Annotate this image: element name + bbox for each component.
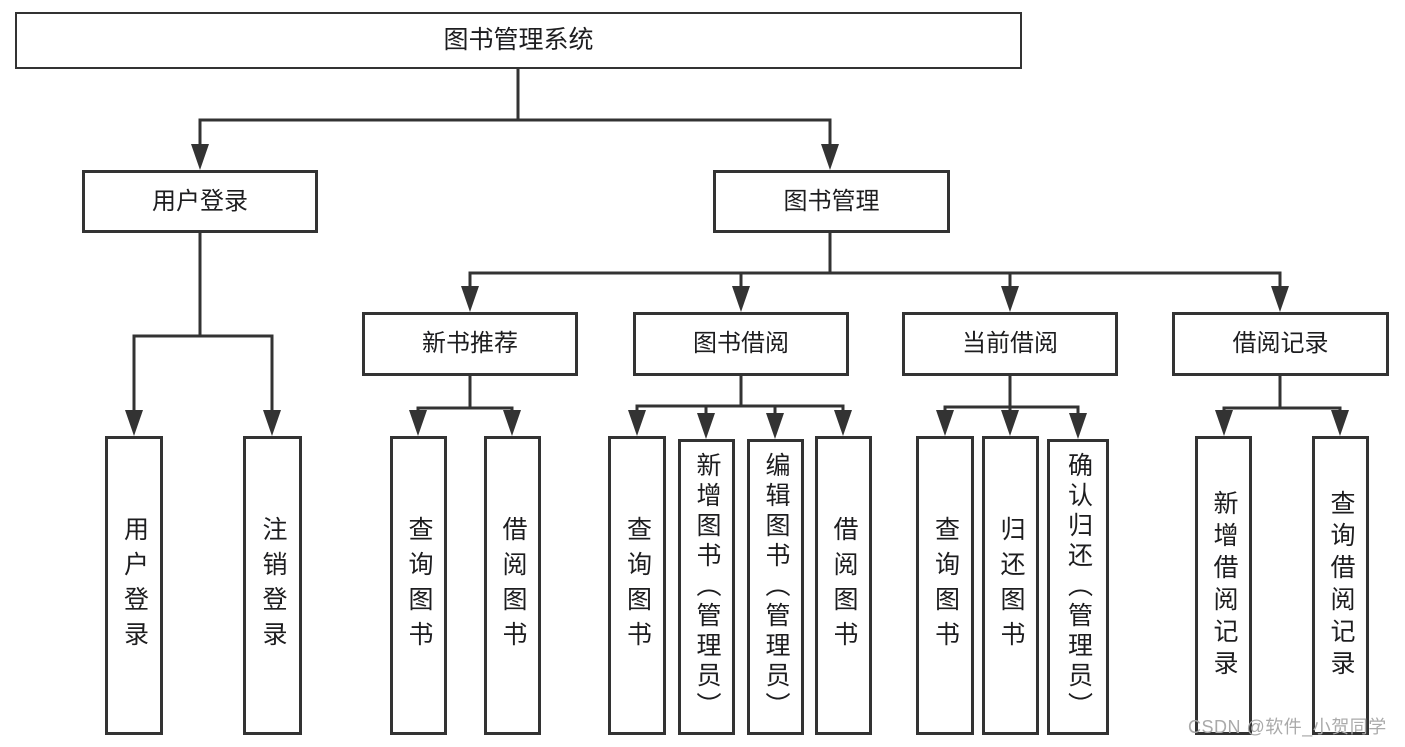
node-book-borrow: 图书借阅 <box>633 312 849 376</box>
csdn-watermark: CSDN @软件_小贺同学 <box>1188 717 1387 737</box>
node-borrow-records: 借阅记录 <box>1172 312 1389 376</box>
node-current-return-books: 归还图书 <box>982 436 1039 735</box>
node-book-management-branch: 图书管理 <box>713 170 950 233</box>
node-user-login-branch: 用户登录 <box>82 170 318 233</box>
node-records-query-record: 查询借阅记录 <box>1312 436 1369 735</box>
node-current-confirm-return-admin: 确认归还（管理员） <box>1047 439 1109 735</box>
node-current-borrow: 当前借阅 <box>902 312 1118 376</box>
node-logout-leaf: 注销登录 <box>243 436 302 735</box>
node-borrow-borrow-books: 借阅图书 <box>815 436 872 735</box>
node-borrow-add-books-admin: 新增图书（管理员） <box>678 439 735 735</box>
node-records-add-record: 新增借阅记录 <box>1195 436 1252 735</box>
node-current-query-books: 查询图书 <box>916 436 974 735</box>
node-newrec-borrow-books: 借阅图书 <box>484 436 541 735</box>
node-new-book-recommend: 新书推荐 <box>362 312 578 376</box>
node-newrec-query-books: 查询图书 <box>390 436 447 735</box>
node-library-system: 图书管理系统 <box>15 12 1022 69</box>
node-user-login-leaf: 用户登录 <box>105 436 163 735</box>
node-borrow-query-books: 查询图书 <box>608 436 666 735</box>
node-borrow-edit-books-admin: 编辑图书（管理员） <box>747 439 804 735</box>
